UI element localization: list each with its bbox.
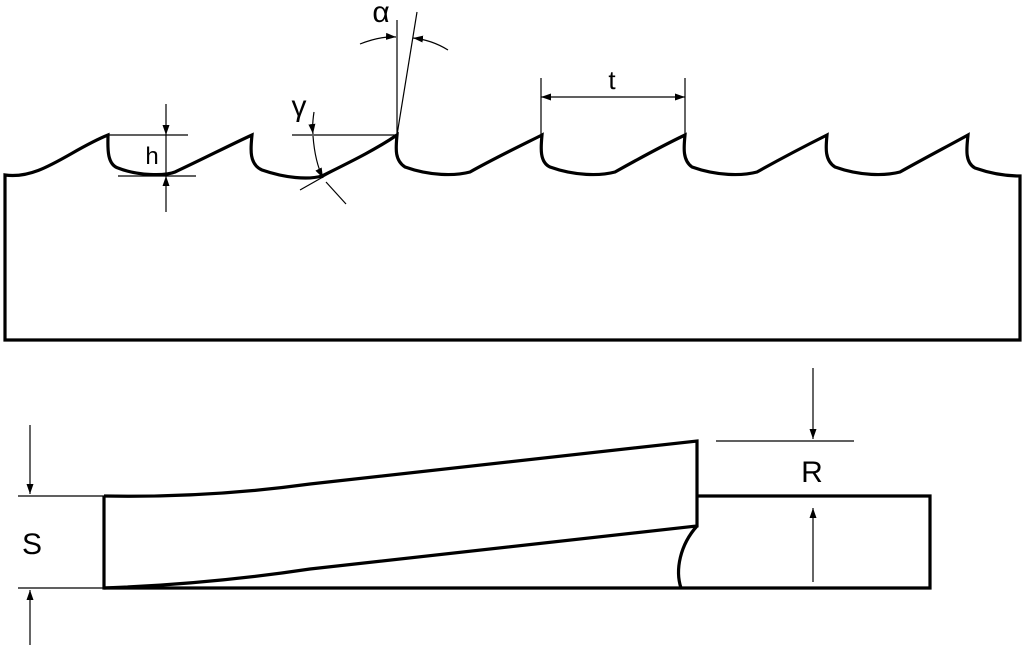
dimension-h <box>108 104 196 212</box>
label-t: t <box>608 65 616 95</box>
label-h: h <box>145 143 158 170</box>
label-alpha: α <box>372 0 389 29</box>
blade-side-view <box>102 439 932 590</box>
label-gamma: γ <box>292 90 307 123</box>
bent-tooth <box>103 439 699 590</box>
label-r: R <box>801 456 823 489</box>
blade-outline <box>3 131 1022 342</box>
dimension-t <box>540 78 686 135</box>
dimension-r <box>716 368 854 582</box>
label-s: S <box>22 528 42 561</box>
tooth-root-curve <box>677 524 699 589</box>
blade-body <box>102 494 932 590</box>
dimension-s <box>18 425 104 645</box>
angle-gamma <box>292 111 398 205</box>
blade-top-view <box>3 131 1022 342</box>
angle-alpha <box>359 11 449 136</box>
